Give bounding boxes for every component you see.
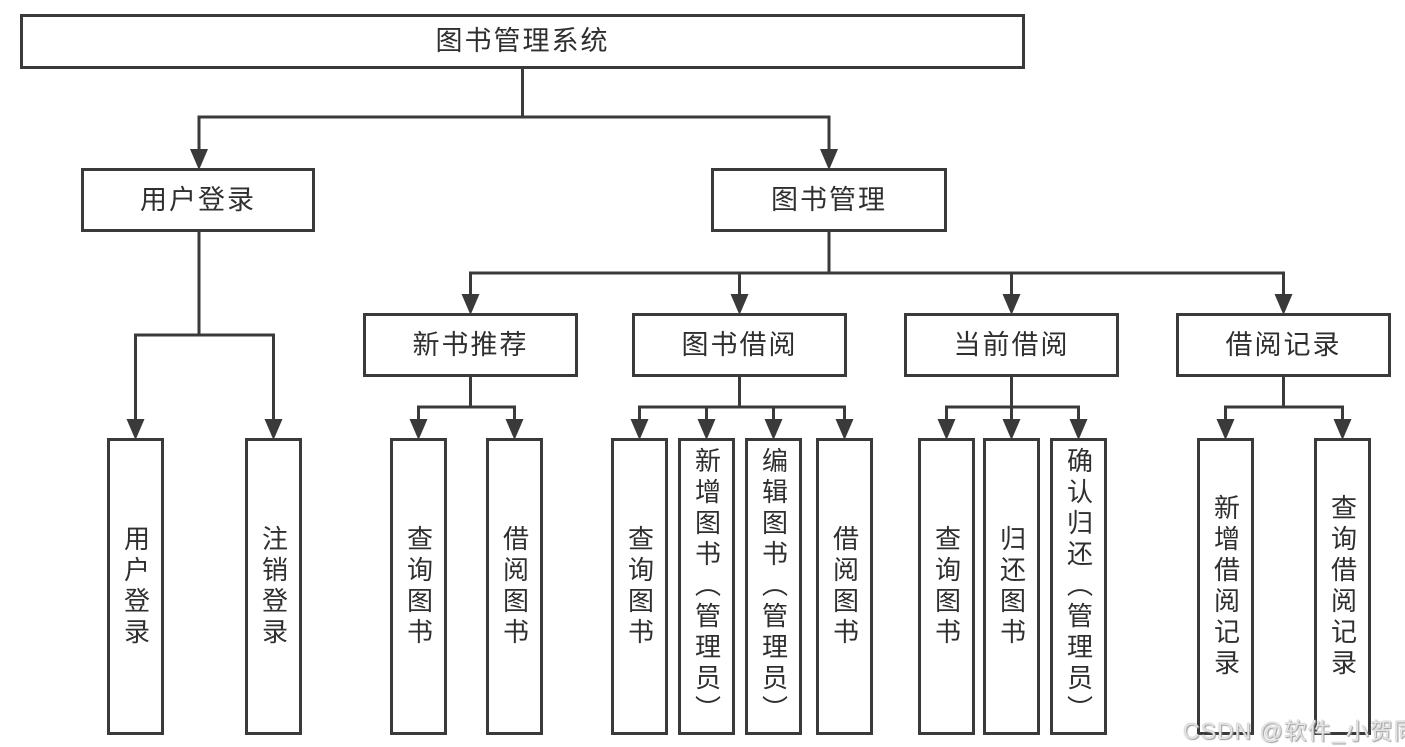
leaf-user-login: 用户登录 — [107, 438, 164, 735]
leaf-query-borrow-record: 查询借阅记录 — [1314, 438, 1371, 735]
leaf-query-books: 查询图书 — [918, 438, 975, 735]
leaf-borrow-books: 借阅图书 — [486, 438, 543, 735]
node-label: 借阅记录 — [1225, 329, 1342, 360]
leaf-label: 新增图书（管理员） — [691, 447, 722, 726]
leaf-label: 借阅图书 — [499, 524, 530, 649]
node-user-login: 用户登录 — [81, 168, 315, 232]
leaf-label: 确认归还（管理员） — [1063, 447, 1094, 726]
leaf-query-books: 查询图书 — [611, 438, 668, 735]
leaf-label: 新增借阅记录 — [1210, 493, 1241, 680]
node-book-management: 图书管理 — [711, 168, 947, 232]
leaf-add-books-admin: 新增图书（管理员） — [678, 438, 735, 735]
leaf-label: 查询图书 — [403, 524, 434, 649]
leaf-logout: 注销登录 — [245, 438, 302, 735]
node-label: 图书管理 — [771, 184, 887, 215]
leaf-edit-books-admin: 编辑图书（管理员） — [745, 438, 802, 735]
leaf-label: 查询图书 — [624, 524, 655, 649]
leaf-label: 查询图书 — [931, 524, 962, 649]
node-label: 用户登录 — [140, 184, 256, 215]
leaf-label: 编辑图书（管理员） — [758, 447, 789, 726]
node-label: 图书管理系统 — [435, 26, 610, 56]
node-label: 新书推荐 — [412, 329, 529, 360]
leaf-label: 查询借阅记录 — [1327, 493, 1358, 680]
leaf-return-books: 归还图书 — [983, 438, 1040, 735]
node-book-borrowing: 图书借阅 — [632, 313, 847, 377]
leaf-add-borrow-record: 新增借阅记录 — [1197, 438, 1254, 735]
csdn-watermark: CSDN @软件_小贺同学 — [1183, 718, 1405, 744]
node-label: 当前借阅 — [953, 329, 1070, 360]
leaf-label: 借阅图书 — [829, 524, 860, 649]
leaf-label: 归还图书 — [996, 524, 1027, 649]
leaf-confirm-return-admin: 确认归还（管理员） — [1050, 438, 1107, 735]
leaf-borrow-books: 借阅图书 — [816, 438, 873, 735]
node-library-management-system: 图书管理系统 — [20, 14, 1025, 69]
leaf-label: 注销登录 — [258, 524, 289, 649]
leaf-label: 用户登录 — [120, 524, 151, 649]
leaf-query-books: 查询图书 — [390, 438, 447, 735]
node-label: 图书借阅 — [681, 329, 798, 360]
node-borrowing-records: 借阅记录 — [1176, 313, 1391, 377]
node-current-borrowing: 当前借阅 — [904, 313, 1119, 377]
node-new-book-recommend: 新书推荐 — [363, 313, 578, 377]
